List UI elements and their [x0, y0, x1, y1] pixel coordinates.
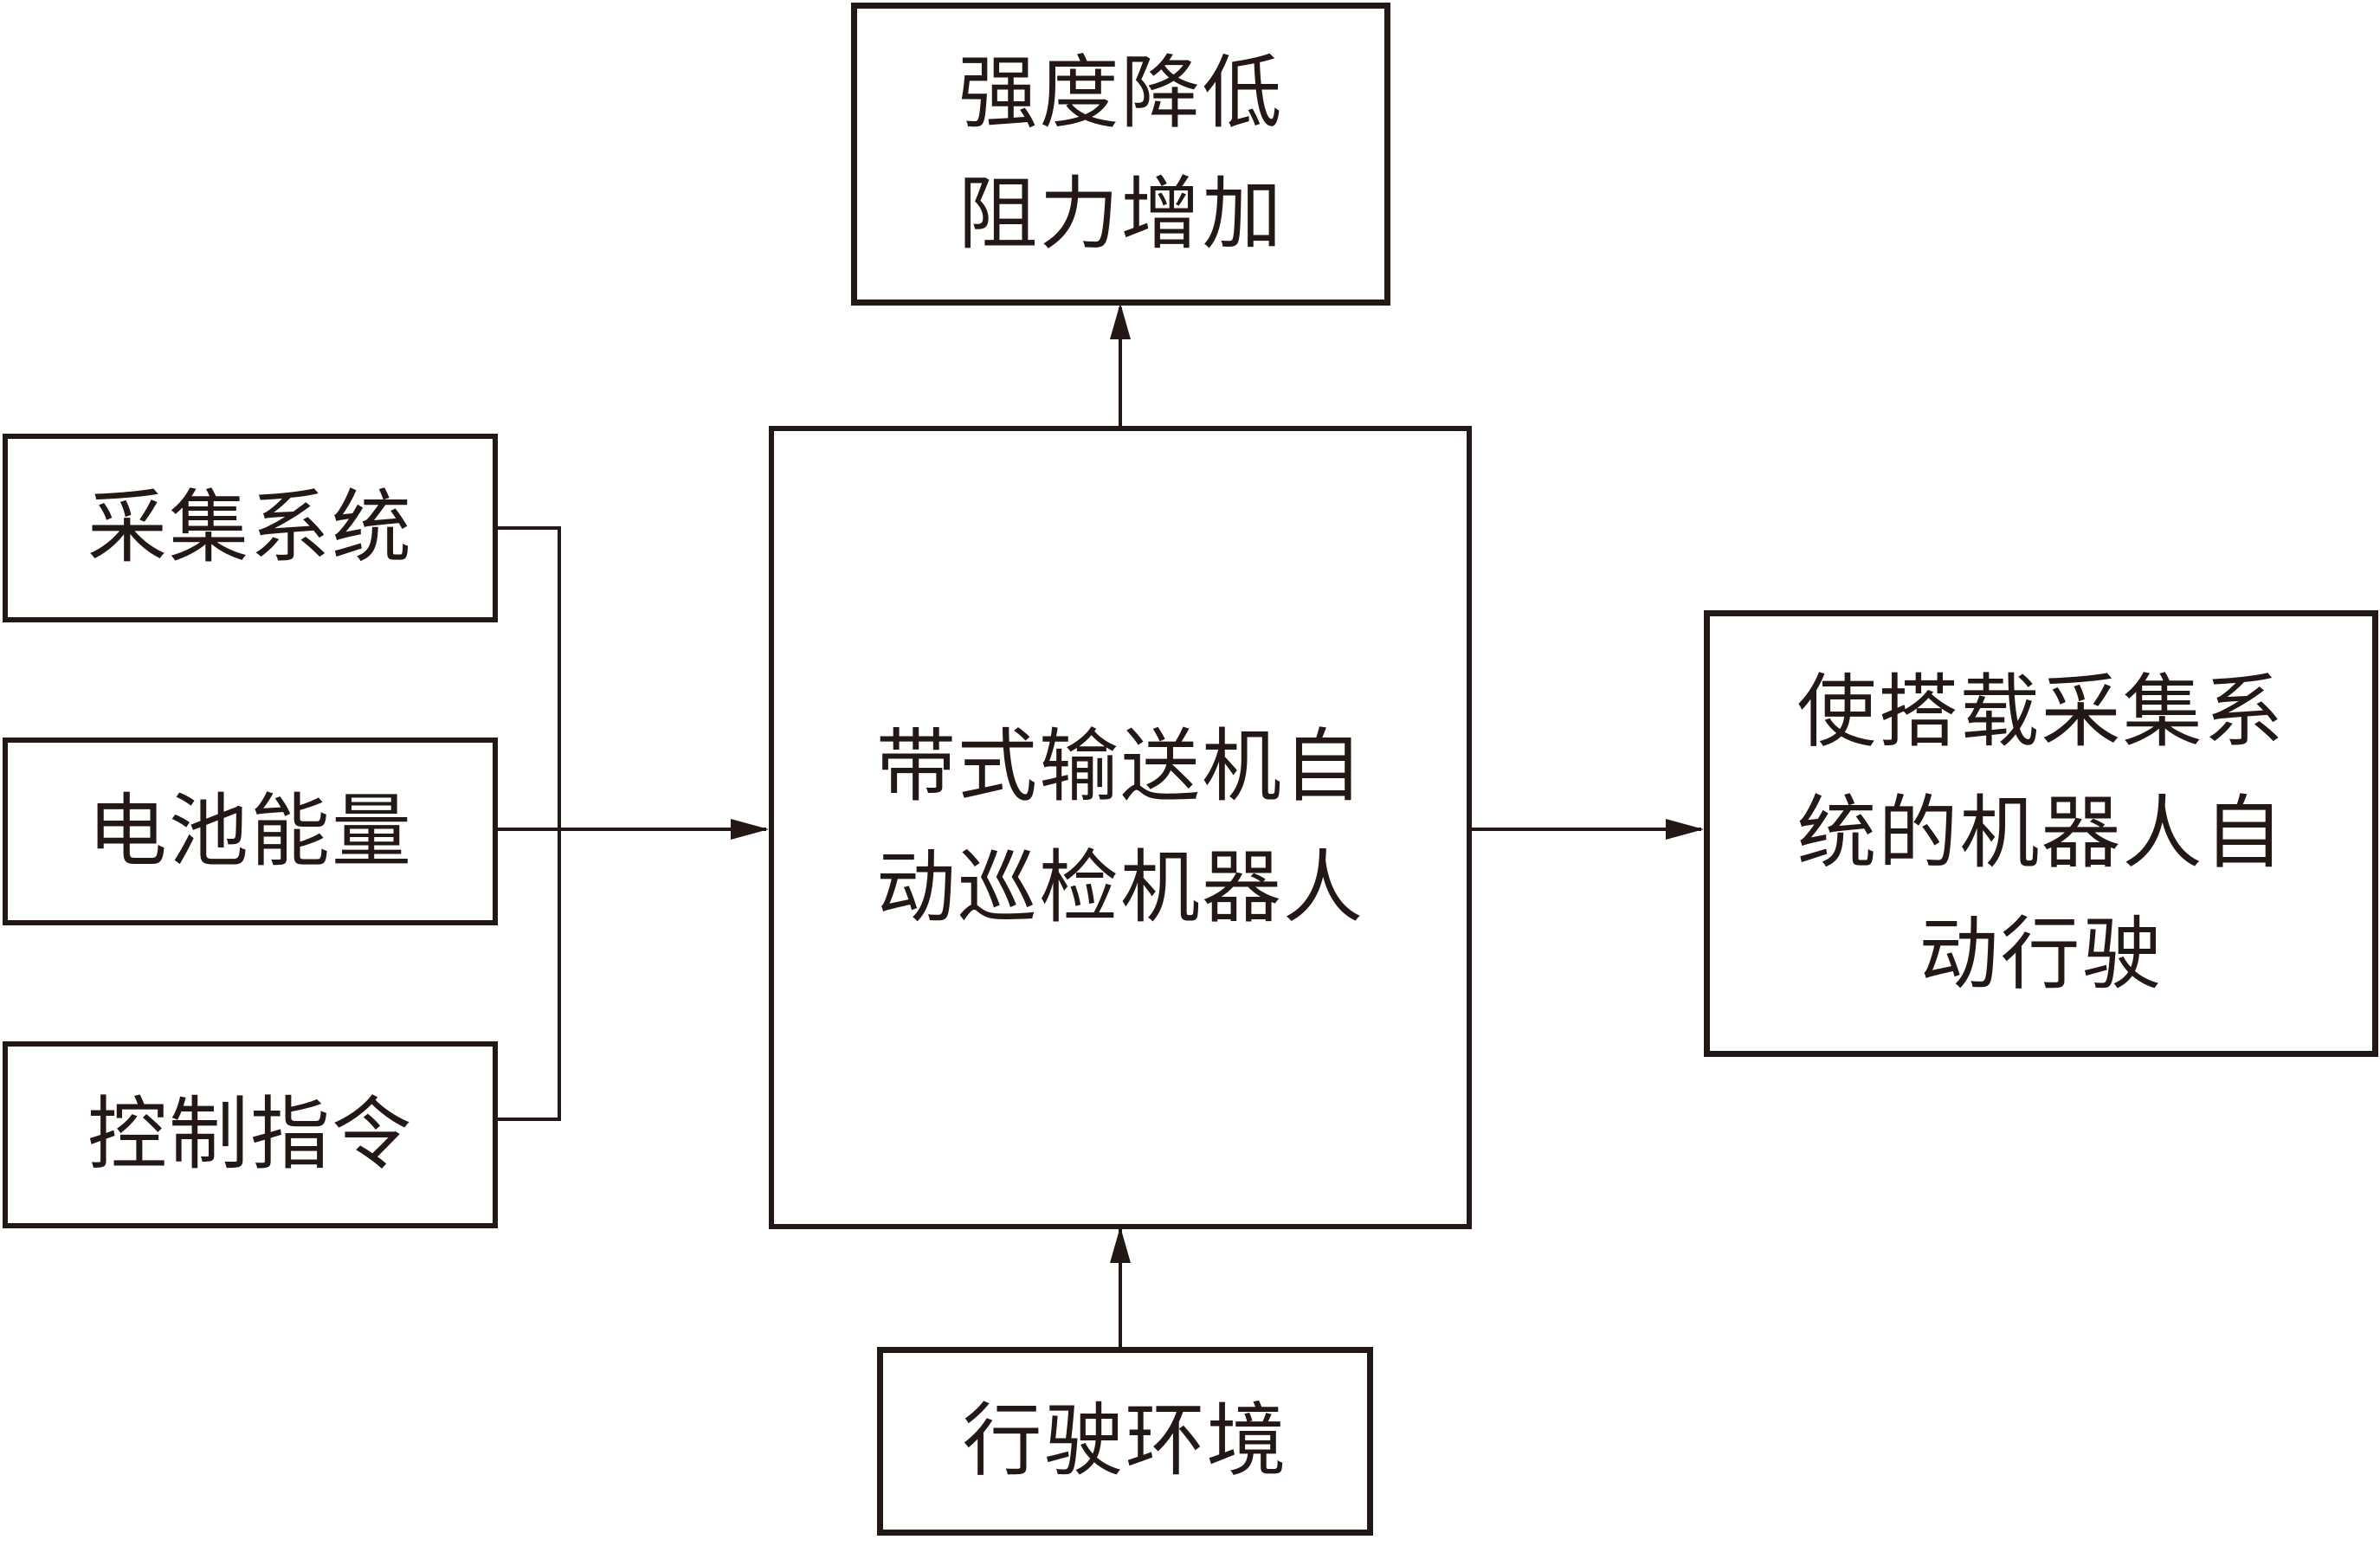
top-box-strength-resistance: 强度降低 阻力增加 — [851, 3, 1390, 306]
top-box-label: 强度降低 阻力增加 — [958, 47, 1284, 261]
right-box-autonomous-driving: 使搭载采集系 统的机器人自 动行驶 — [1704, 610, 2378, 1057]
input-bracket — [496, 526, 561, 1121]
input-box-control-command: 控制指令 — [3, 1041, 498, 1228]
right-box-label: 使搭载采集系 统的机器人自 动行驶 — [1796, 666, 2286, 1001]
center-box-inspection-robot: 带式输送机自 动巡检机器人 — [769, 426, 1472, 1229]
arrowhead-right — [1666, 819, 1704, 840]
input-box-battery-energy: 电池能量 — [3, 738, 498, 925]
input-box-acquisition-system: 采集系统 — [3, 434, 498, 622]
input-label-control: 控制指令 — [87, 1088, 413, 1181]
input-label-battery: 电池能量 — [87, 784, 413, 878]
center-box-label: 带式输送机自 动巡检机器人 — [875, 720, 1364, 934]
arrowhead-top — [1110, 303, 1131, 339]
input-label-acquisition: 采集系统 — [87, 481, 413, 574]
arrowhead-bottom — [1110, 1227, 1131, 1263]
arrowhead-center-input — [731, 819, 769, 840]
bottom-box-label: 行驶环境 — [962, 1395, 1288, 1487]
bottom-box-driving-environment: 行驶环境 — [877, 1347, 1373, 1536]
